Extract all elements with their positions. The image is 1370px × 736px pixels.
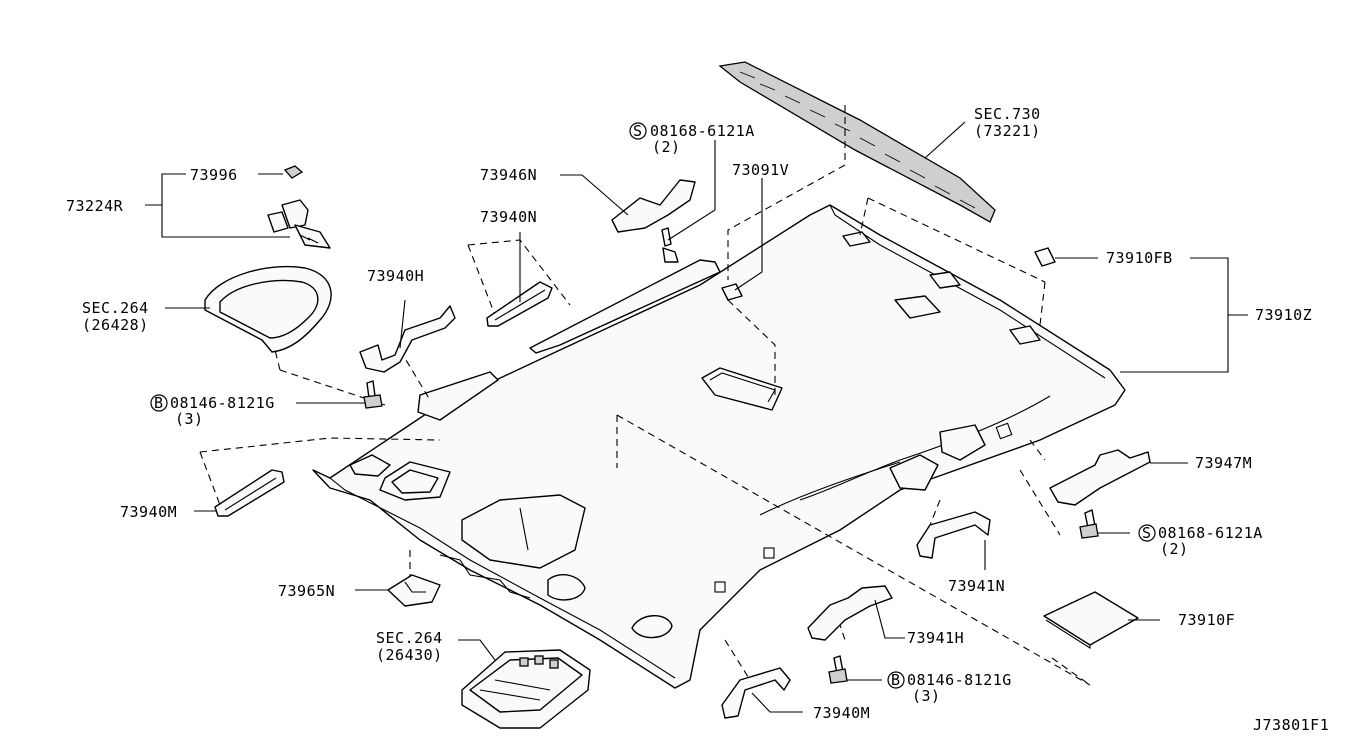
bracket-73940H — [359, 305, 456, 373]
label-73910F: 73910F — [1178, 611, 1235, 629]
seal-loop-sec264 — [204, 265, 332, 353]
label-73940N: 73940N — [480, 208, 537, 226]
console-lamp-sec264 — [461, 649, 591, 729]
label-73941N: 73941N — [948, 577, 1005, 595]
clip-73091V — [721, 283, 743, 301]
label-sec264-26430: SEC.264 — [376, 629, 443, 647]
label-sec264-26428: SEC.264 — [82, 299, 149, 317]
bolt-symbol-left: B — [150, 394, 168, 412]
label-26430: (26430) — [376, 646, 443, 664]
clip-73965N — [387, 574, 441, 607]
screw-08168-right — [1079, 509, 1099, 539]
label-73221: (73221) — [974, 122, 1041, 140]
svg-text:S: S — [1142, 524, 1152, 542]
label-08146-left-qty: (3) — [175, 410, 204, 428]
label-73940H: 73940H — [367, 267, 424, 285]
clip-73996 — [283, 165, 304, 179]
screw-08168-top — [661, 227, 672, 247]
screw-symbol-right: S — [1138, 524, 1156, 542]
label-73910FB: 73910FB — [1106, 249, 1173, 267]
label-08146-bottom-qty: (3) — [912, 687, 941, 705]
label-08146-bottom: 08146-8121G — [907, 671, 1012, 689]
label-73947M: 73947M — [1195, 454, 1252, 472]
bracket-73946N — [611, 179, 696, 263]
callout-labels: 73996 73224R SEC.264 (26428) 73940H 0814… — [66, 105, 1329, 734]
grip-73940N — [486, 281, 553, 327]
roof-rail-sec730 — [718, 61, 996, 223]
bracket-73941H — [807, 585, 893, 641]
label-73965N: 73965N — [278, 582, 335, 600]
clip-73910FB — [1034, 247, 1056, 267]
label-73910Z: 73910Z — [1255, 306, 1312, 324]
pad-73910F — [1043, 591, 1139, 650]
headlining-73910Z — [312, 204, 1126, 689]
grip-73940M-left — [214, 469, 285, 517]
label-73940M-left: 73940M — [120, 503, 177, 521]
grip-73941N — [916, 511, 991, 559]
label-08168-top: 08168-6121A — [650, 122, 755, 140]
bracket-73947M — [1049, 449, 1151, 506]
phantom-lines — [199, 105, 1091, 686]
bolt-symbol-bottom: B — [887, 671, 905, 689]
label-08168-top-qty: (2) — [652, 138, 681, 156]
bolt-08146-left — [363, 380, 383, 409]
label-08168-right-qty: (2) — [1160, 540, 1189, 558]
rear-header-rail — [417, 259, 721, 421]
leader-lines — [145, 121, 1248, 713]
grip-73940M-bottom — [721, 667, 791, 719]
label-26428: (26428) — [82, 316, 149, 334]
bolt-08146-bottom — [828, 655, 848, 684]
svg-text:S: S — [633, 122, 643, 140]
label-73941H: 73941H — [907, 629, 964, 647]
screw-symbol-top: S — [629, 122, 647, 140]
label-73224R: 73224R — [66, 197, 124, 215]
svg-text:B: B — [154, 394, 164, 412]
label-73946N: 73946N — [480, 166, 537, 184]
label-73940M-bottom: 73940M — [813, 704, 870, 722]
label-08168-right: 08168-6121A — [1158, 524, 1263, 542]
label-73091V: 73091V — [732, 161, 789, 179]
diagram-id: J73801F1 — [1253, 716, 1329, 734]
label-sec730: SEC.730 — [974, 105, 1041, 123]
label-73996: 73996 — [190, 166, 238, 184]
label-08146-left: 08146-8121G — [170, 394, 275, 412]
svg-text:B: B — [891, 671, 901, 689]
bracket-73224R — [267, 199, 331, 249]
